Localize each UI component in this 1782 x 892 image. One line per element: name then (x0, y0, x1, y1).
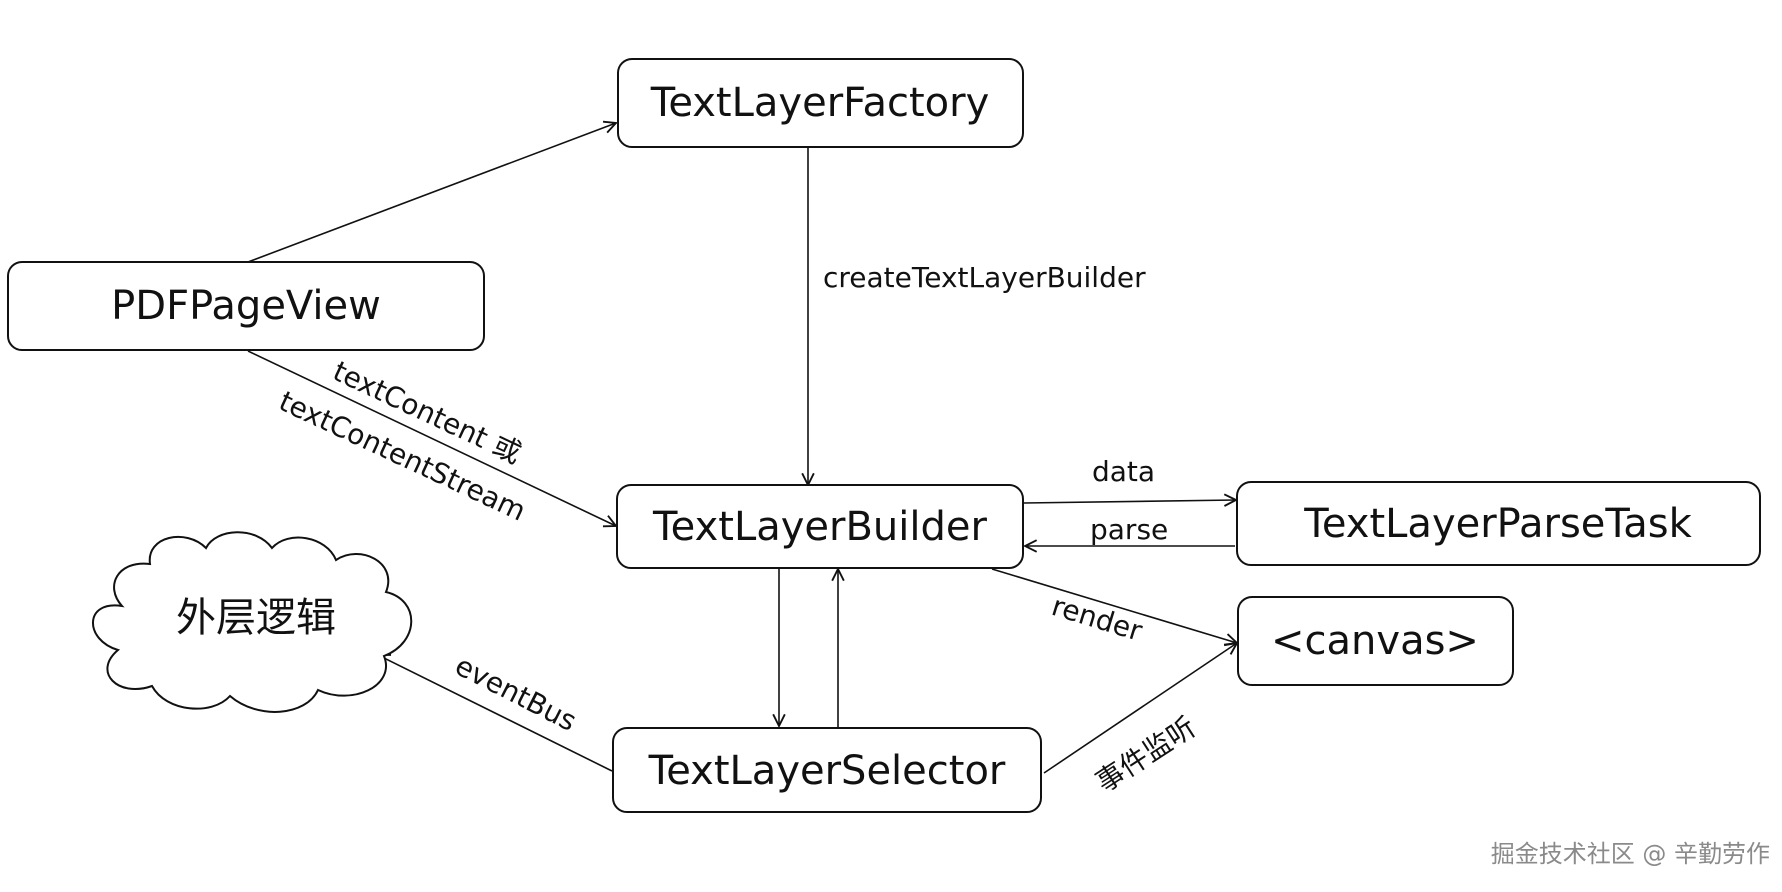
node-text-layer-builder: TextLayerBuilder (616, 484, 1024, 569)
edges (247, 123, 1237, 774)
edge-label-render: render (1048, 589, 1146, 648)
node-label-selector: TextLayerSelector (648, 748, 1006, 794)
node-label-canvas: <canvas> (1271, 618, 1479, 664)
node-text-layer-factory: TextLayerFactory (617, 58, 1024, 148)
node-box (617, 58, 1024, 148)
edge-selector-to-outer (378, 655, 613, 772)
node-box (616, 484, 1024, 569)
node-canvas: <canvas> (1237, 596, 1514, 686)
node-text-layer-selector: TextLayerSelector (612, 727, 1042, 813)
node-label-parsetask: TextLayerParseTask (1303, 501, 1692, 547)
edge-selector-to-canvas (1043, 643, 1237, 774)
edge-builder-to-parsetask (1023, 500, 1236, 503)
node-label-outer: 外层逻辑 (176, 595, 336, 641)
node-label-builder: TextLayerBuilder (652, 504, 987, 550)
node-box (1236, 481, 1761, 566)
node-box (7, 261, 485, 351)
node-label-pageview: PDFPageView (111, 283, 381, 329)
edge-builder-to-canvas (991, 568, 1237, 643)
node-box (1237, 596, 1514, 686)
node-box (612, 727, 1042, 813)
node-label-factory: TextLayerFactory (650, 80, 990, 126)
node-text-layer-parse-task: TextLayerParseTask (1236, 481, 1761, 566)
cloud-icon (92, 531, 413, 713)
edge-label-data: data (1092, 455, 1155, 488)
watermark-text: 掘金技术社区 @ 辛勤劳作 (1491, 840, 1770, 868)
edge-pageview-to-factory (247, 123, 616, 263)
edge-label-create: createTextLayerBuilder (823, 261, 1146, 294)
edge-pageview-to-builder (247, 350, 616, 526)
node-pdf-page-view: PDFPageView (7, 261, 485, 351)
edge-label-event-listen: 事件监听 (1090, 710, 1202, 799)
node-outer-logic-cloud: 外层逻辑 (92, 531, 413, 713)
edge-label-event-bus: eventBus (450, 649, 582, 738)
edge-label-parse: parse (1090, 513, 1168, 546)
